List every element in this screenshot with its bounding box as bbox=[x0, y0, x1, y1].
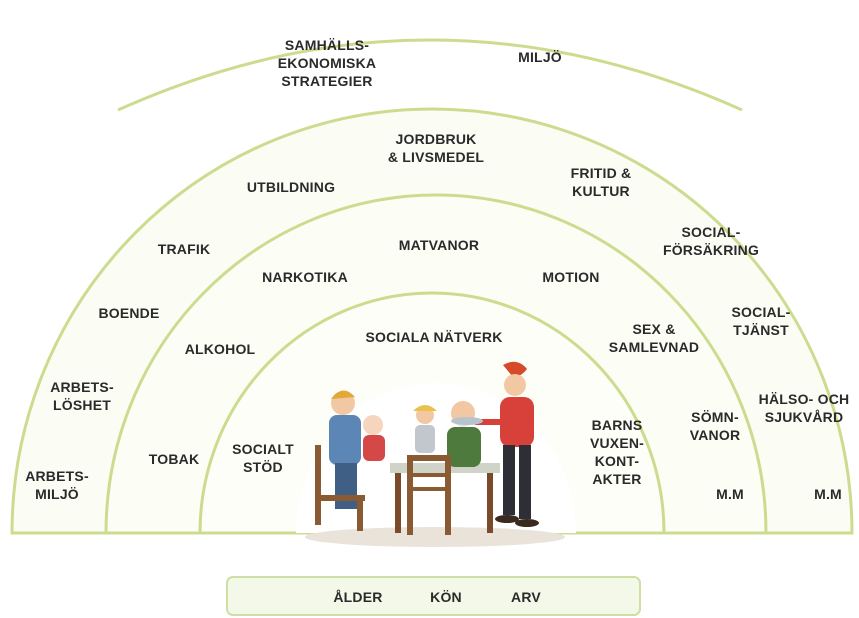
label-boende: BOENDE bbox=[98, 305, 160, 321]
label-jordbruk-livsmedel: JORDBRUK & LIVSMEDEL bbox=[387, 131, 485, 165]
label-alkohol: ALKOHOL bbox=[184, 341, 256, 357]
label-kon: KÖN bbox=[430, 589, 462, 605]
label-miljo: MILJÖ bbox=[518, 49, 562, 65]
label-barns-vuxenkontakter: BARNS VUXEN- KONT- AKTER bbox=[589, 417, 645, 487]
label-sociala-natverk: SOCIALA NÄTVERK bbox=[365, 329, 503, 345]
label-socialforsakring: SOCIAL- FÖRSÄKRING bbox=[662, 224, 760, 258]
label-socialt-stod: SOCIALT STÖD bbox=[232, 441, 294, 475]
label-arbetsloshet: ARBETS- LÖSHET bbox=[50, 379, 114, 413]
label-tobak: TOBAK bbox=[148, 451, 200, 467]
label-halso-och-sjukvard: HÄLSO- OCH SJUKVÅRD bbox=[758, 391, 850, 425]
label-mm-outer: M.M bbox=[814, 486, 842, 502]
label-somnvanor: SÖMN- VANOR bbox=[689, 409, 741, 443]
label-alder: ÅLDER bbox=[333, 589, 383, 605]
label-arv: ARV bbox=[511, 589, 541, 605]
outer-arc bbox=[117, 38, 743, 112]
label-narkotika: NARKOTIKA bbox=[262, 269, 348, 285]
label-sex-samlevnad: SEX & SAMLEVNAD bbox=[608, 321, 700, 355]
label-motion: MOTION bbox=[542, 269, 600, 285]
base-factors-bar bbox=[226, 576, 641, 616]
label-arbetsmiljo: ARBETS- MILJÖ bbox=[25, 468, 89, 502]
label-mm-inner: M.M bbox=[716, 486, 744, 502]
label-fritid-kultur: FRITID & KULTUR bbox=[570, 165, 632, 199]
family-dinner-illustration bbox=[305, 361, 565, 547]
label-utbildning: UTBILDNING bbox=[246, 179, 336, 195]
label-matvanor: MATVANOR bbox=[398, 237, 480, 253]
label-samhallsekonomiska-strategier: SAMHÄLLS- EKONOMISKA STRATEGIER bbox=[277, 37, 377, 89]
label-trafik: TRAFIK bbox=[157, 241, 211, 257]
label-socialtjanst: SOCIAL- TJÄNST bbox=[731, 304, 791, 338]
